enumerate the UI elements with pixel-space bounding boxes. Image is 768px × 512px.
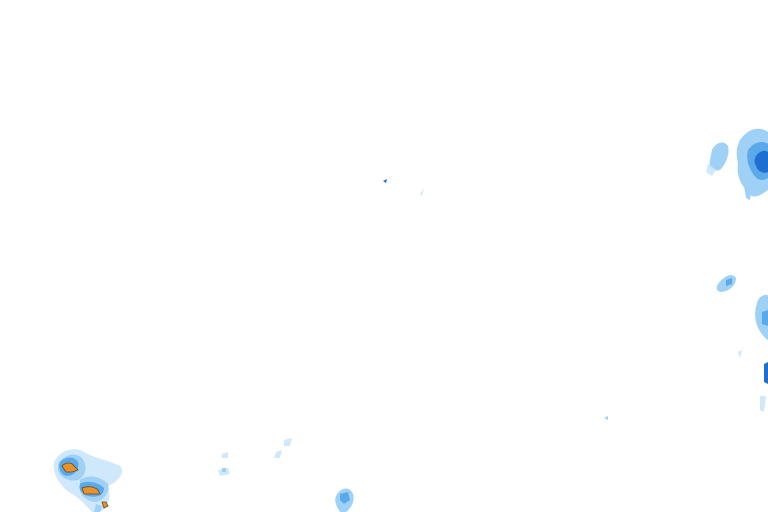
precip-very-light — [420, 188, 424, 196]
precip-light — [222, 468, 226, 472]
precip-cell-south-small-1 — [218, 468, 230, 476]
precip-moderate — [726, 278, 732, 286]
precip-light — [709, 142, 729, 171]
precip-cell-south-center — [335, 488, 354, 512]
precip-very-light — [284, 438, 292, 446]
precip-light — [755, 294, 768, 340]
precip-cell-east-upper-left — [706, 142, 729, 176]
precip-very-heavy — [81, 486, 101, 495]
precip-very-light — [706, 164, 716, 176]
precip-heavy — [764, 362, 768, 384]
precip-heavy — [383, 179, 387, 183]
precip-light — [604, 416, 608, 420]
precip-very-heavy — [61, 462, 79, 473]
precip-very-light — [738, 350, 742, 358]
precip-cell-center-speck — [383, 179, 424, 196]
precip-light — [94, 504, 102, 512]
precip-cell-east-middle — [716, 275, 736, 292]
precip-moderate — [762, 310, 768, 326]
precip-cell-east-lower — [755, 294, 768, 412]
precip-very-light — [222, 452, 228, 458]
precip-moderate — [340, 492, 350, 504]
precip-cell-southwest-cluster — [53, 449, 123, 512]
precip-very-light — [274, 450, 282, 458]
precip-light — [744, 186, 752, 200]
precip-very-heavy — [101, 501, 109, 509]
precip-very-light — [760, 396, 766, 412]
precip-heavy — [754, 150, 768, 173]
precip-cell-east-upper — [736, 128, 768, 200]
precip-cell-east-far-speck — [604, 350, 742, 420]
precip-cell-south-small-2 — [222, 438, 292, 458]
